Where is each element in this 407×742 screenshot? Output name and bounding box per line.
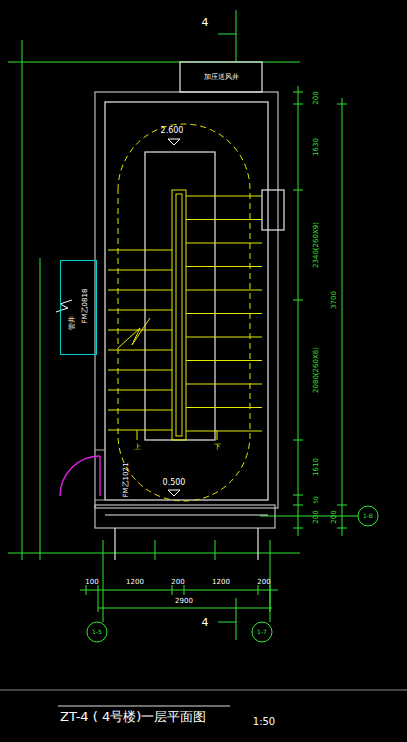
break-mark (56, 300, 72, 312)
plan-label: 下 (214, 444, 221, 451)
tread-line (186, 407, 262, 408)
stair-treads (108, 196, 262, 431)
axis-bubble: 1-5 (87, 622, 107, 642)
tread-line (186, 266, 262, 267)
dimension-text: 1630 (313, 138, 320, 156)
plan-label: 4 (202, 617, 209, 628)
tread-line (186, 243, 262, 244)
axis-bubble: 1-7 (252, 622, 272, 642)
plan-label: 4 (202, 17, 209, 28)
frame-line (0, 690, 407, 691)
dimension-text: 2080(260X8) (313, 347, 320, 393)
axis-number: 1-B (363, 513, 373, 519)
stair-outline (118, 124, 250, 501)
plan-label: 200 (171, 579, 184, 586)
dimension-text: FM乙1021 (123, 463, 130, 498)
tread-line (186, 384, 262, 385)
elevation-marks (168, 139, 180, 496)
plan-label: 1:50 (253, 717, 275, 727)
dimension-text: 200 (331, 510, 338, 523)
plan-label: 2.600 (161, 127, 184, 135)
dimension-text: 2340(260X9) (313, 222, 320, 268)
axis-number: 1-5 (92, 629, 102, 635)
plan-label: 200 (257, 579, 270, 586)
tread-line (186, 337, 262, 338)
tread-line (186, 196, 262, 197)
plan-label: 2900 (175, 598, 193, 605)
grid-lines (8, 10, 358, 640)
axis-bubble: 1-B (358, 506, 378, 526)
pipe-shaft-box: FM乙0818 管井 (60, 260, 97, 355)
tread-line (186, 290, 262, 291)
plan-label: 1200 (212, 579, 230, 586)
door-opening (95, 450, 105, 500)
dimension-lines (80, 86, 347, 612)
tread-line (186, 313, 262, 314)
axis-bubbles (87, 506, 378, 642)
plan-label: 上 (134, 444, 141, 451)
tread-line (186, 219, 262, 220)
plan-label: 1200 (126, 579, 144, 586)
shaft-text: 管井 (69, 316, 76, 330)
drawing-title: ZT-4 ( 4号楼)一层平面图 (60, 710, 206, 723)
axis-number: 1-7 (257, 629, 267, 635)
dimension-text: 1610 (313, 458, 320, 476)
walls (95, 62, 284, 560)
shaft-text: FM乙0818 (82, 289, 89, 324)
dimension-text: 3700 (331, 291, 338, 309)
plan-label: 0.500 (163, 479, 186, 487)
dimension-text: 50 (313, 496, 319, 504)
tread-line (186, 431, 262, 432)
tread-line (186, 360, 262, 361)
plan-label: 100 (85, 579, 98, 586)
dimension-text: 200 (313, 91, 320, 104)
title-underline (58, 706, 230, 707)
plan-label: 加压送风井 (204, 74, 239, 81)
door-swing (60, 456, 100, 496)
dimension-text: 200 (313, 510, 320, 523)
